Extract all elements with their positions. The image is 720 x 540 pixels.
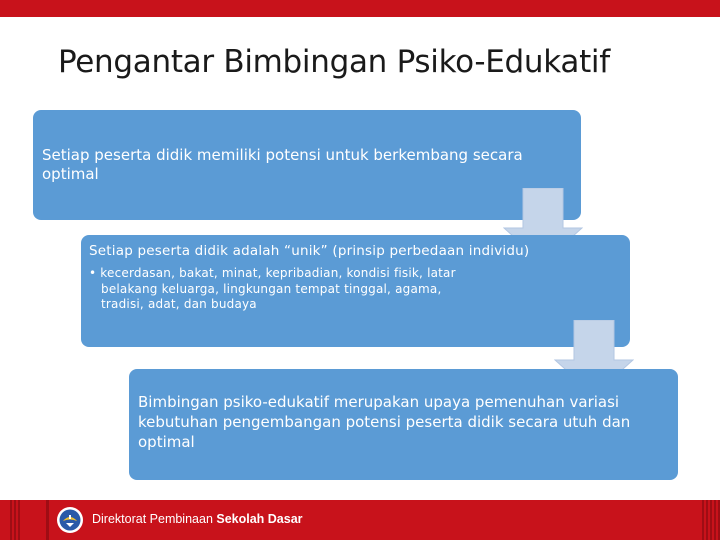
process-box-2-text: Setiap peserta didik adalah “unik” (prin…	[89, 243, 530, 259]
slide-title: Pengantar Bimbingan Psiko-Edukatif	[58, 44, 610, 80]
footer-org-bold: Sekolah Dasar	[216, 512, 303, 526]
tut-wuri-handayani-logo	[57, 507, 83, 533]
footer-org-regular: Direktorat Pembinaan	[92, 512, 217, 526]
process-box-3-text: Bimbingan psiko-edukatif merupakan upaya…	[138, 393, 631, 451]
process-box-3: Bimbingan psiko-edukatif merupakan upaya…	[129, 369, 678, 480]
process-box-1: Setiap peserta didik memiliki potensi un…	[33, 110, 581, 220]
top-accent-bar	[0, 0, 720, 17]
process-box-2: Setiap peserta didik adalah “unik” (prin…	[81, 235, 630, 347]
footer-bar: Direktorat Pembinaan Sekolah Dasar	[0, 500, 720, 540]
footer-right-stripes	[702, 500, 720, 540]
footer-org-name: Direktorat Pembinaan Sekolah Dasar	[92, 512, 303, 526]
process-box-1-text: Setiap peserta didik memiliki potensi un…	[42, 146, 523, 183]
footer-seal-panel	[10, 500, 92, 540]
process-box-2-bullet: • kecerdasan, bakat, minat, kepribadian,…	[89, 266, 456, 311]
